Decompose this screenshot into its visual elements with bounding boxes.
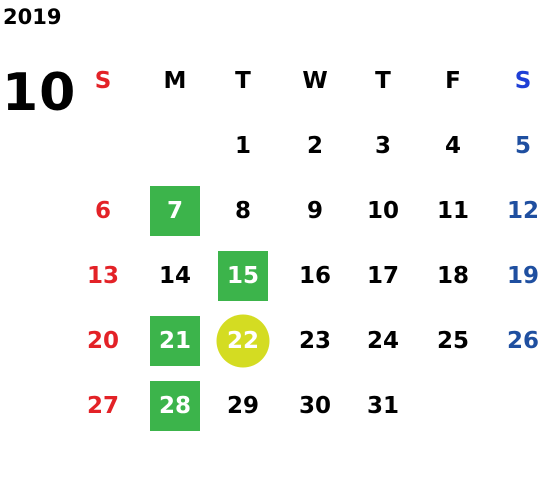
- day-number: 29: [226, 392, 259, 419]
- day-cell[interactable]: 5: [486, 113, 548, 178]
- day-number: 2: [306, 132, 323, 159]
- day-cell[interactable]: 8: [206, 178, 280, 243]
- day-cell[interactable]: 14: [138, 243, 212, 308]
- day-number: 4: [444, 132, 461, 159]
- today-highlight: [216, 314, 270, 367]
- day-number: 26: [506, 327, 539, 354]
- weekday-saturday: S: [514, 67, 532, 94]
- day-cell[interactable]: 30: [278, 373, 352, 438]
- day-number: 14: [158, 262, 191, 289]
- day-number: 25: [436, 327, 469, 354]
- week-row: 13 14 15 16 17 18 19: [66, 243, 548, 308]
- day-number: 1: [234, 132, 251, 159]
- year-label: 2019: [3, 5, 62, 29]
- day-cell[interactable]: 26: [486, 308, 548, 373]
- day-cell[interactable]: 3: [346, 113, 420, 178]
- day-cell-highlighted[interactable]: 7: [138, 178, 212, 243]
- day-number: 30: [298, 392, 331, 419]
- day-cell[interactable]: 18: [416, 243, 490, 308]
- green-highlight: [218, 250, 268, 301]
- day-cell[interactable]: 24: [346, 308, 420, 373]
- day-cell[interactable]: 20: [66, 308, 140, 373]
- weekday-friday: F: [445, 67, 461, 94]
- weekday-thursday: T: [375, 67, 391, 94]
- day-cell[interactable]: 23: [278, 308, 352, 373]
- day-cell-today[interactable]: 22: [206, 308, 280, 373]
- day-cell[interactable]: 19: [486, 243, 548, 308]
- day-number: 24: [366, 327, 399, 354]
- day-number: 12: [506, 197, 539, 224]
- day-number: 19: [506, 262, 539, 289]
- green-highlight: [150, 380, 200, 431]
- weekday-header-row: S M T W T F S: [66, 48, 548, 113]
- day-cell[interactable]: [66, 113, 140, 178]
- day-number: 9: [306, 197, 323, 224]
- week-row: 27 28 29 30 31: [66, 373, 548, 438]
- day-number: 11: [436, 197, 469, 224]
- day-number: 23: [298, 327, 331, 354]
- day-cell[interactable]: [486, 373, 548, 438]
- day-number: 5: [514, 132, 531, 159]
- week-row: 20 21 22 23 24 25 26: [66, 308, 548, 373]
- day-cell[interactable]: 31: [346, 373, 420, 438]
- day-cell[interactable]: 1: [206, 113, 280, 178]
- day-number: 13: [86, 262, 119, 289]
- day-cell[interactable]: 6: [66, 178, 140, 243]
- day-cell[interactable]: 27: [66, 373, 140, 438]
- day-number: 28: [158, 392, 191, 419]
- day-cell[interactable]: 2: [278, 113, 352, 178]
- day-number: 21: [158, 327, 191, 354]
- day-number: 3: [374, 132, 391, 159]
- day-cell-highlighted[interactable]: 15: [206, 243, 280, 308]
- day-cell[interactable]: 16: [278, 243, 352, 308]
- day-cell[interactable]: [138, 113, 212, 178]
- day-cell[interactable]: 4: [416, 113, 490, 178]
- weekday-tuesday: T: [235, 67, 251, 94]
- day-number: 10: [366, 197, 399, 224]
- day-number: 31: [366, 392, 399, 419]
- day-number: 8: [234, 197, 251, 224]
- day-number: 22: [226, 327, 259, 354]
- calendar-grid: S M T W T F S 1 2 3 4 5 6 7 8 9 10 11 12…: [66, 48, 548, 438]
- day-cell[interactable]: 13: [66, 243, 140, 308]
- day-number: 17: [366, 262, 399, 289]
- day-cell[interactable]: 11: [416, 178, 490, 243]
- week-row: 6 7 8 9 10 11 12: [66, 178, 548, 243]
- day-number: 27: [86, 392, 119, 419]
- day-cell[interactable]: 29: [206, 373, 280, 438]
- green-highlight: [150, 315, 200, 366]
- weekday-wednesday: W: [302, 67, 328, 94]
- day-number: 20: [86, 327, 119, 354]
- day-number: 16: [298, 262, 331, 289]
- day-cell-highlighted[interactable]: 28: [138, 373, 212, 438]
- day-cell[interactable]: 25: [416, 308, 490, 373]
- day-number: 7: [166, 197, 183, 224]
- day-cell[interactable]: 9: [278, 178, 352, 243]
- weekday-sunday: S: [94, 67, 112, 94]
- day-cell[interactable]: 17: [346, 243, 420, 308]
- week-row: 1 2 3 4 5: [66, 113, 548, 178]
- day-number: 18: [436, 262, 469, 289]
- month-number: 10: [2, 63, 77, 123]
- weekday-monday: M: [163, 67, 187, 94]
- day-number: 6: [94, 197, 111, 224]
- day-number: 15: [226, 262, 259, 289]
- green-highlight: [150, 185, 200, 236]
- day-cell-highlighted[interactable]: 21: [138, 308, 212, 373]
- day-cell[interactable]: 10: [346, 178, 420, 243]
- day-cell[interactable]: 12: [486, 178, 548, 243]
- day-cell[interactable]: [416, 373, 490, 438]
